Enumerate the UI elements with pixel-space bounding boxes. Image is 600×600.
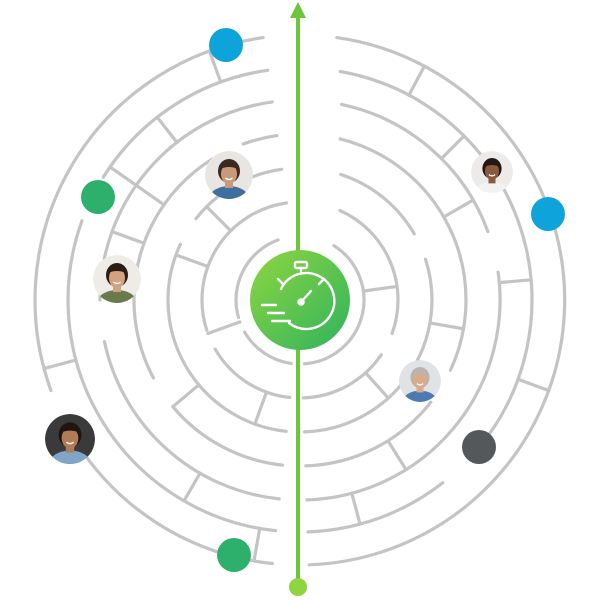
maze-wall-18: [253, 390, 269, 426]
maze-wall-0: [407, 64, 426, 97]
maze-arc-2-0: [340, 102, 490, 234]
maze-arc-5-1: [301, 353, 383, 400]
maze-arc-4-2: [166, 242, 288, 433]
maze-arc-3-4: [241, 134, 279, 146]
avatar-woman-curly: [471, 151, 513, 193]
maze-wall-2: [155, 115, 179, 144]
maze-walls: [42, 49, 551, 563]
avatar-man-gray-hair: [399, 360, 441, 402]
maze-wall-14: [205, 205, 233, 233]
maze-arc-5-0: [338, 208, 400, 336]
maze-wall-3: [134, 183, 166, 207]
maze-arc-3-0: [338, 137, 468, 372]
maze-arc-2-1: [305, 270, 502, 502]
gray-dot-right: [462, 430, 496, 464]
maze-wall-7: [516, 377, 551, 393]
maze-wall-9: [350, 491, 362, 526]
maze-arc-3-1: [304, 400, 433, 468]
maze-arc-6-0: [302, 244, 366, 366]
avatars: [45, 151, 513, 464]
maze-wall-10: [182, 471, 202, 503]
blue-dot-top: [209, 28, 243, 62]
axis-arrowhead: [290, 2, 306, 18]
maze-arc-2-2: [102, 340, 281, 501]
maze-wall-1: [207, 49, 223, 84]
maze-wall-11: [171, 383, 201, 409]
maze-wall-21: [252, 526, 262, 563]
maze-arc-1-1: [306, 481, 445, 534]
maze-arc-0-0: [307, 36, 567, 567]
maze-wall-19: [206, 320, 242, 336]
maze-wall-16: [364, 371, 390, 400]
maze-arc-6-1: [243, 330, 293, 365]
avatar-man-smiling: [45, 414, 95, 464]
maze-wall-15: [174, 253, 210, 269]
maze-wall-12: [42, 358, 78, 371]
timer-badge: [250, 250, 350, 350]
maze-wall-6: [439, 134, 466, 161]
green-dot-bottom: [217, 538, 251, 572]
maze-wall-22: [108, 165, 138, 187]
axis-end-dot: [289, 578, 307, 596]
maze-arc-5-3: [200, 201, 288, 332]
maze-wall-17: [361, 284, 399, 293]
maze-wall-8: [386, 439, 408, 472]
maze-wall-20: [497, 278, 533, 285]
maze-wall-5: [428, 321, 466, 331]
stopwatch-icon: [260, 260, 336, 331]
avatar-woman-long-hair: [93, 255, 141, 303]
maze-arc-4-0: [339, 172, 416, 236]
maze-arc-6-2: [234, 238, 280, 320]
maze-wall-13: [110, 230, 146, 245]
maze-arc-5-2: [213, 347, 292, 400]
maze-arc-3-3: [132, 154, 219, 380]
maze-wall-4: [442, 198, 475, 219]
maze-arc-1-3: [101, 68, 270, 179]
avatar-man-beard: [205, 151, 253, 199]
blue-dot-right: [531, 197, 565, 231]
green-dot-left: [81, 180, 115, 214]
maze-arc-3-2: [171, 405, 285, 467]
maze-arc-1-2: [66, 219, 278, 533]
maze-arc-0-2: [33, 36, 265, 393]
